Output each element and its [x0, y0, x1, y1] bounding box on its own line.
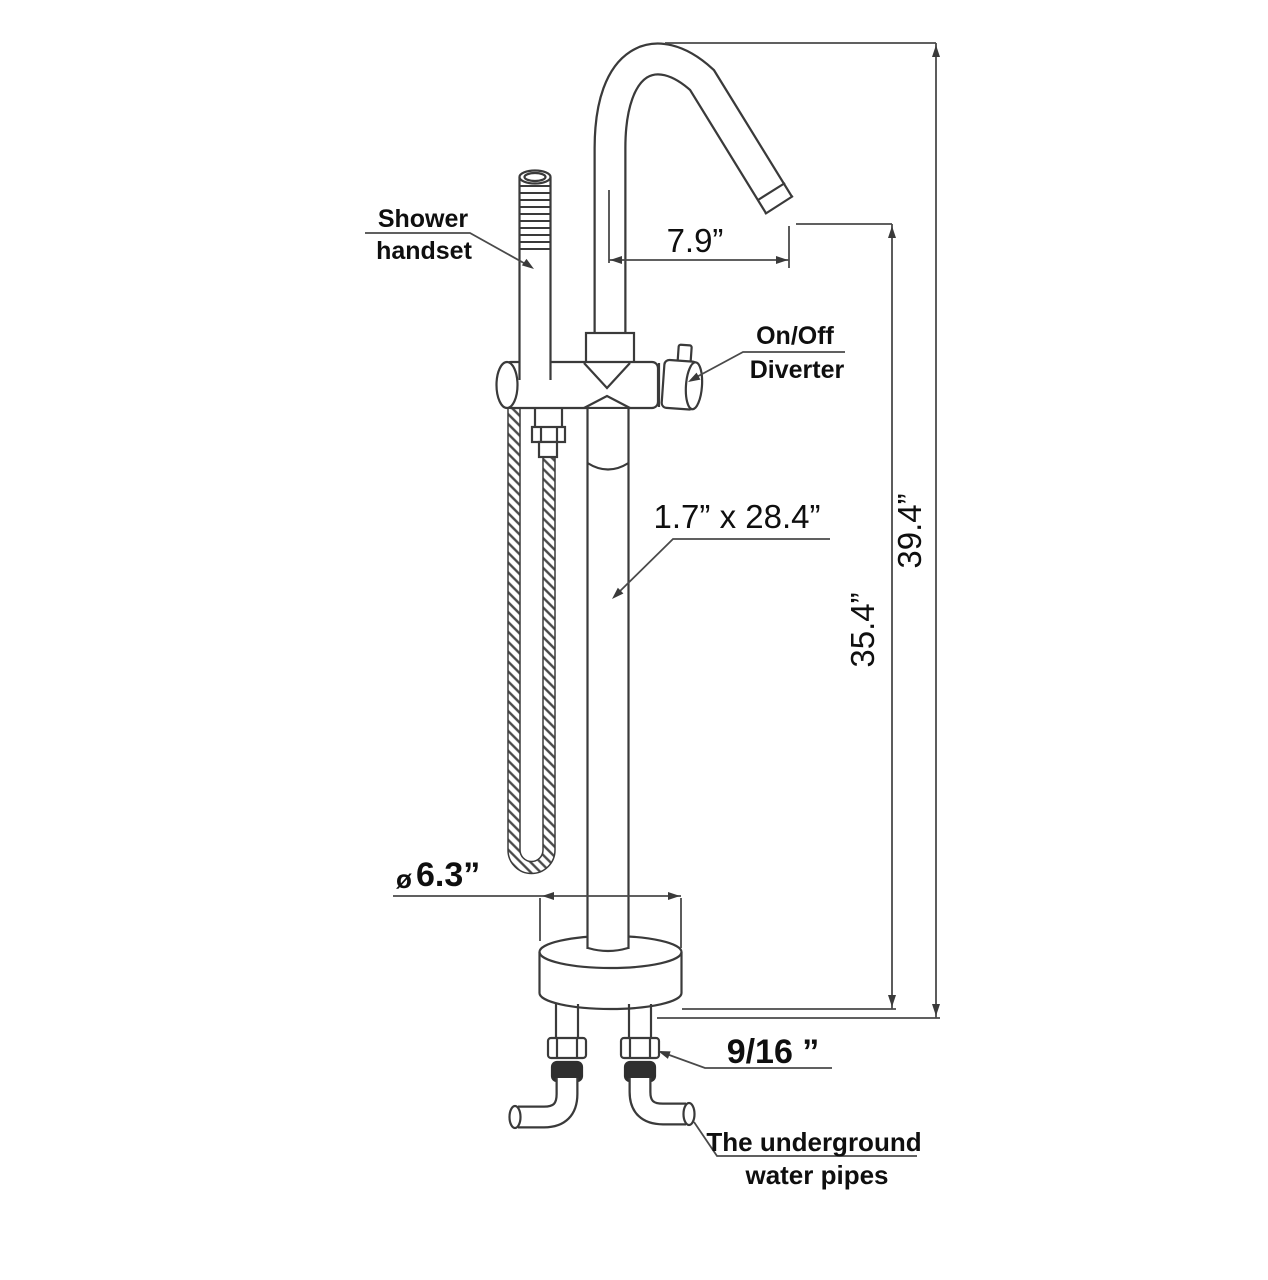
leader-diverter	[690, 351, 845, 381]
leader-shower-handset	[365, 232, 532, 268]
spout	[593, 42, 794, 352]
leader-column-size	[614, 538, 830, 597]
body-left-cap	[495, 360, 519, 410]
shower-handset-wand	[518, 169, 552, 380]
leader-underground-pipes	[693, 1121, 917, 1157]
pipe-end-right	[682, 1101, 696, 1127]
spout-tip-ring	[757, 182, 786, 201]
spout-tip-face	[764, 195, 794, 215]
leader-inlet-thread	[660, 1051, 832, 1069]
dim-overall-height-value: 39.4”	[891, 493, 928, 568]
column	[586, 409, 630, 953]
inlet-nut-right	[619, 1036, 661, 1060]
dim-inlet-thread-value: 9/16 ”	[727, 1033, 820, 1071]
pipe-end-left	[508, 1104, 522, 1130]
dim-overall-height	[657, 42, 940, 1019]
shower-handset-label-line2: handset	[376, 237, 473, 265]
wand-ribs	[520, 185, 550, 250]
supply-pipe-left	[508, 1004, 588, 1130]
riser-socket	[584, 331, 636, 365]
body-top-joint	[583, 362, 631, 390]
diverter-label-line1: On/Off	[756, 322, 834, 350]
dim-outlet-height	[682, 223, 896, 1010]
dim-spout-reach	[608, 190, 790, 268]
shower-handset-label-line1: Shower	[378, 205, 469, 233]
dim-base-diameter-symbol: ø	[396, 864, 412, 894]
supply-pipe-right	[619, 1004, 696, 1127]
dim-outlet-height-value: 35.4”	[844, 592, 881, 667]
body-bottom-joint	[583, 394, 631, 409]
hose-connector	[530, 405, 567, 459]
shower-hose	[507, 408, 556, 875]
diverter-label-line2: Diverter	[750, 356, 845, 384]
underground-pipes-label-line1: The underground	[706, 1127, 921, 1157]
dim-spout-reach-value: 7.9”	[667, 222, 724, 259]
column-sleeve-joint	[586, 462, 630, 471]
arrowheads	[521, 45, 940, 1059]
dim-base-diameter	[393, 895, 682, 948]
dim-column-size-value: 1.7” x 28.4”	[654, 498, 821, 535]
underground-pipes-label-line2: water pipes	[744, 1160, 888, 1190]
dim-base-diameter-value: 6.3”	[416, 856, 480, 894]
diverter-end-cap	[684, 361, 704, 411]
inlet-nut-left	[546, 1036, 588, 1060]
diverter-knob	[660, 343, 704, 411]
dimension-lines	[365, 42, 940, 1157]
